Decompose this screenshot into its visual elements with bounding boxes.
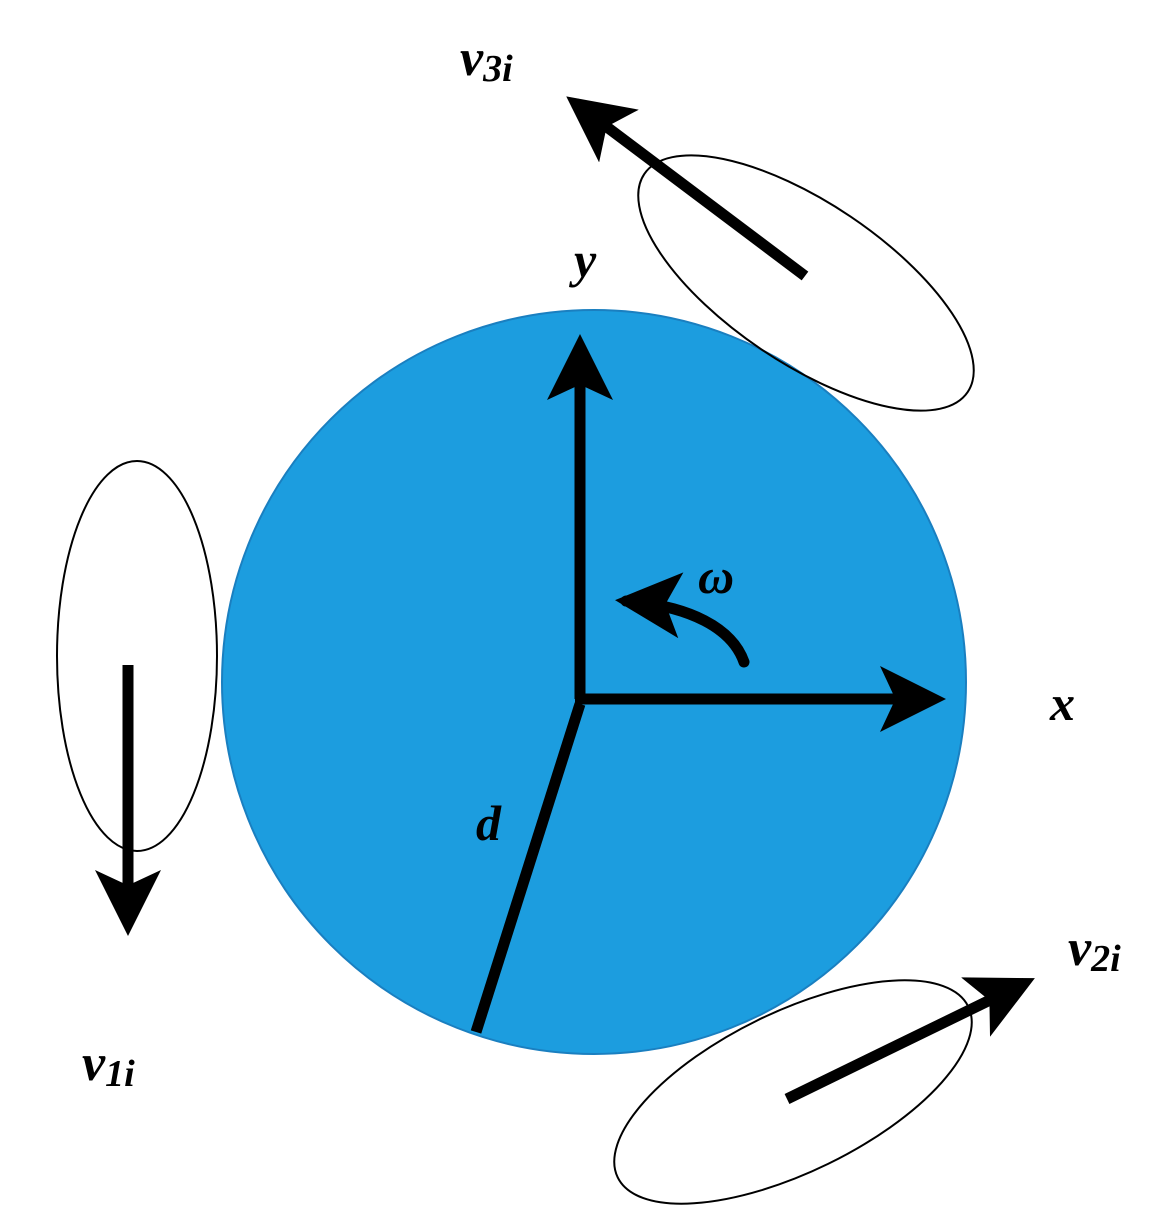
v3-label: v3i — [460, 30, 513, 90]
robot-body — [221, 309, 967, 1055]
v2-label: v2i — [1068, 920, 1121, 980]
v3-arrow — [566, 96, 809, 281]
wheel-1 — [56, 460, 218, 852]
x-axis-label: x — [1049, 675, 1075, 731]
wheel-3 — [637, 154, 975, 412]
radius-line — [470, 702, 586, 1034]
y-axis-label: y — [569, 232, 597, 288]
v1-label: v1i — [82, 1035, 135, 1095]
omega-label: ω — [698, 548, 734, 604]
v2-arrow — [784, 977, 1035, 1104]
radius-label: d — [476, 795, 502, 851]
omega-arc-arrow — [615, 572, 750, 668]
